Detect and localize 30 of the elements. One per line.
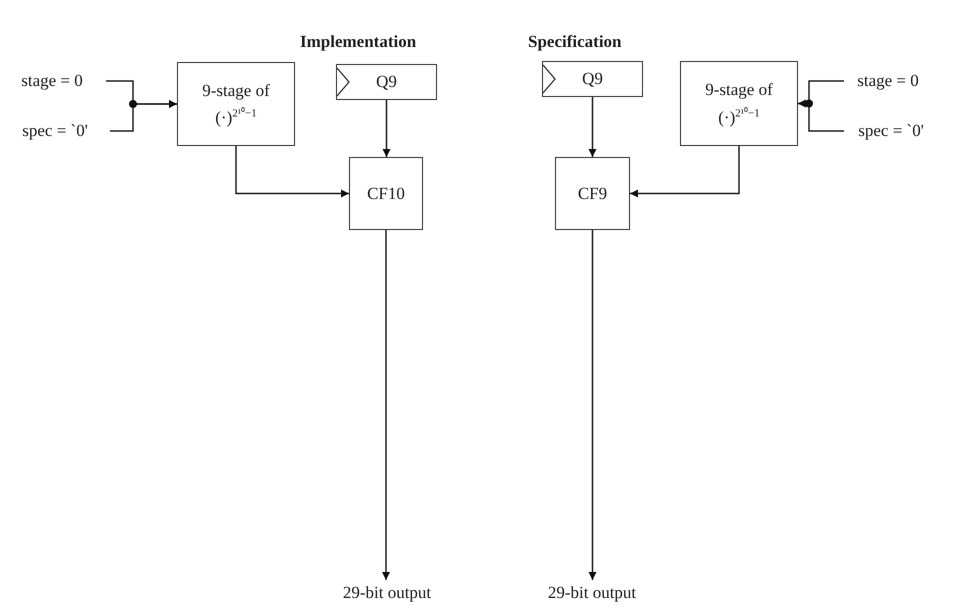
block-label: 9-stage of [705, 79, 773, 100]
arrow [382, 230, 390, 580]
arrow [588, 230, 596, 580]
register-box [542, 61, 643, 97]
signal-label: stage = 0 [6, 68, 98, 94]
arrow [798, 100, 844, 132]
function-block [349, 157, 423, 230]
block-formula: (·)$^{2¹⁰−1}$ [718, 106, 760, 128]
block-label: 9-stage of [202, 80, 270, 101]
block-label: CF9 [578, 182, 608, 204]
block-label: Q9 [582, 68, 603, 90]
signal-label: spec = `0' [842, 118, 940, 144]
function-block [555, 157, 630, 230]
section-heading: Implementation [300, 32, 416, 52]
function-block [177, 62, 295, 146]
arrow [110, 100, 177, 132]
signal-label: spec = `0' [6, 118, 104, 144]
signal-label: stage = 0 [842, 68, 934, 94]
register-box [336, 64, 437, 100]
arrow [588, 97, 596, 157]
arrow [382, 100, 390, 157]
block-formula: (·)$^{2¹⁰−1}$ [215, 107, 257, 128]
signal-label: 29-bit output [327, 580, 447, 606]
arrow [630, 146, 740, 198]
block-label: CF10 [367, 182, 405, 204]
signal-label: 29-bit output [532, 580, 652, 606]
block-label: Q9 [376, 71, 397, 93]
function-block [680, 61, 798, 146]
arrow [235, 146, 349, 198]
section-heading: Specification [528, 32, 622, 52]
